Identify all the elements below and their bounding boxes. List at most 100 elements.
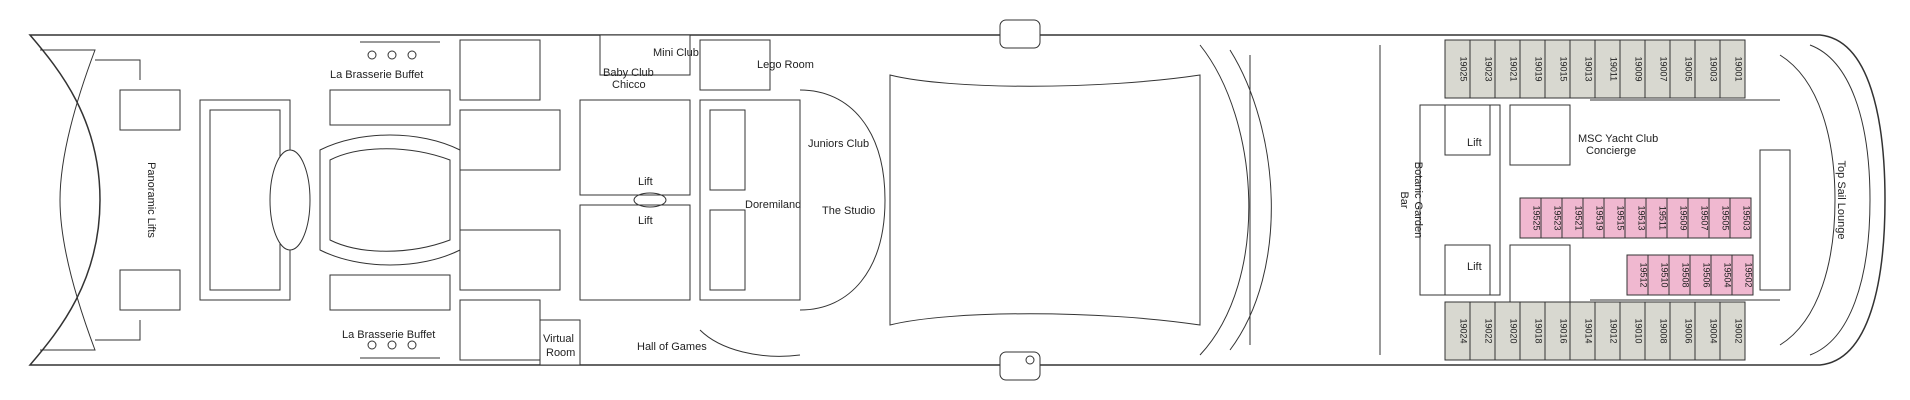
cabin-number: 19513 [1637,205,1647,230]
suite-19507[interactable]: 19507 [1687,197,1710,239]
cabin-19009[interactable]: 19009 [1619,39,1646,99]
cabin-number: 19012 [1609,318,1619,343]
cabin-number: 19508 [1681,262,1691,287]
suite-19506[interactable]: 19506 [1689,254,1712,296]
cabin-number: 19011 [1609,57,1619,81]
cabin-number: 19019 [1534,56,1544,81]
cabin-number: 19009 [1634,56,1644,81]
cabin-19019[interactable]: 19019 [1519,39,1546,99]
cabin-19010[interactable]: 19010 [1619,301,1646,361]
cabin-19007[interactable]: 19007 [1644,39,1671,99]
doremiland-label: Doremiland [745,199,801,211]
cabin-19002[interactable]: 19002 [1719,301,1746,361]
suite-19521[interactable]: 19521 [1561,197,1584,239]
lego-room-label: Lego Room [757,59,814,71]
cabin-19003[interactable]: 19003 [1694,39,1721,99]
cabins-top-row: 19025 19023 19021 19019 19015 19013 19011 19009… [1444,39,1746,99]
cabin-number: 19004 [1709,318,1719,343]
cabin-number: 19008 [1659,318,1669,343]
cabin-number: 19023 [1484,56,1494,81]
suite-19523[interactable]: 19523 [1540,197,1563,239]
virtual-room-label-line2: Room [546,347,575,359]
suite-19502[interactable]: 19502 [1731,254,1754,296]
cabin-19011[interactable]: 19011 [1594,39,1621,99]
suite-19512[interactable]: 19512 [1626,254,1649,296]
suite-19505[interactable]: 19505 [1708,197,1731,239]
suite-19525[interactable]: 19525 [1519,197,1542,239]
hull-outline [28,34,1886,366]
mini-club-label: Mini Club [653,47,699,59]
suite-19510[interactable]: 19510 [1647,254,1670,296]
suite-19515[interactable]: 19515 [1603,197,1626,239]
cabin-number: 19507 [1700,205,1710,230]
lift-label-1: Lift [638,176,653,188]
cabin-number: 19018 [1534,318,1544,343]
cabin-number: 19013 [1584,56,1594,81]
pool-deck [889,19,1381,381]
panoramic-lifts-label: Panoramic Lifts [145,162,157,238]
cabin-19013[interactable]: 19013 [1569,39,1596,99]
cabin-number: 19015 [1559,56,1569,81]
cabin-19006[interactable]: 19006 [1669,301,1696,361]
botanic-garden-label: Botanic Garden [1412,162,1424,238]
bar-label: Bar [1398,191,1410,208]
cabin-number: 19005 [1684,56,1694,81]
suite-19519[interactable]: 19519 [1582,197,1605,239]
hall-of-games-label: Hall of Games [637,341,707,353]
cabin-number: 19007 [1659,56,1669,81]
la-brasserie-buffet-top-label: La Brasserie Buffet [330,69,423,81]
cabin-number: 19512 [1639,262,1649,287]
cabin-number: 19519 [1595,205,1605,230]
cabin-number: 19523 [1553,205,1563,230]
cabin-number: 19021 [1509,56,1519,81]
suite-19508[interactable]: 19508 [1668,254,1691,296]
cabin-19012[interactable]: 19012 [1594,301,1621,361]
cabin-19024[interactable]: 19024 [1444,301,1471,361]
cabin-19025[interactable]: 19025 [1444,39,1471,99]
suite-19513[interactable]: 19513 [1624,197,1647,239]
kids-zone [459,34,886,366]
yacht-club-area [1419,99,1791,306]
virtual-room-label-line1: Virtual [543,333,574,345]
cabin-number: 19010 [1634,318,1644,343]
cabin-19001[interactable]: 19001 [1719,39,1746,99]
cabin-number: 19525 [1532,205,1542,230]
cabin-19016[interactable]: 19016 [1544,301,1571,361]
cabin-number: 19020 [1509,318,1519,343]
cabin-number: 19006 [1684,318,1694,343]
cabin-19022[interactable]: 19022 [1469,301,1496,361]
cabin-19004[interactable]: 19004 [1694,301,1721,361]
suite-19509[interactable]: 19509 [1666,197,1689,239]
cabin-number: 19025 [1459,56,1469,81]
cabin-19014[interactable]: 19014 [1569,301,1596,361]
cabin-number: 19502 [1744,262,1754,287]
lift-label-3: Lift [1467,137,1482,149]
concierge-label: Concierge [1586,145,1636,157]
cabin-19020[interactable]: 19020 [1494,301,1521,361]
cabin-number: 19509 [1679,205,1689,230]
cabin-number: 19002 [1734,318,1744,343]
cabin-number: 19024 [1459,318,1469,343]
suite-19504[interactable]: 19504 [1710,254,1733,296]
cabin-number: 19521 [1574,205,1584,230]
lift-label-4: Lift [1467,261,1482,273]
cabin-19021[interactable]: 19021 [1494,39,1521,99]
cabin-number: 19001 [1734,56,1744,81]
cabin-number: 19515 [1616,205,1626,230]
cabin-19018[interactable]: 19018 [1519,301,1546,361]
cabin-number: 19003 [1709,56,1719,81]
suite-19503[interactable]: 19503 [1729,197,1752,239]
aft-area [95,39,541,361]
baby-club-label: Baby Club [603,67,654,79]
cabin-19015[interactable]: 19015 [1544,39,1571,99]
the-studio-label: The Studio [822,205,875,217]
cabin-number: 19503 [1742,205,1752,230]
cabin-19008[interactable]: 19008 [1644,301,1671,361]
cabin-number: 19505 [1721,205,1731,230]
suite-19511[interactable]: 19511 [1645,197,1668,239]
cabin-19023[interactable]: 19023 [1469,39,1496,99]
cabin-number: 19511 [1658,206,1668,230]
cabin-19005[interactable]: 19005 [1669,39,1696,99]
